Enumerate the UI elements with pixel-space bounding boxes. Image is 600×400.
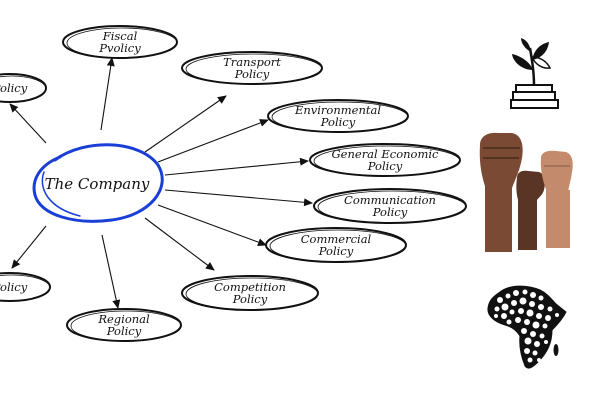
raised-fists-icon [479, 132, 573, 252]
arrow-competition [144, 217, 215, 271]
arrow-general-economic [164, 157, 309, 176]
policy-node-label: Policy [320, 115, 356, 129]
policy-node-outline-inner [0, 274, 51, 302]
policy-node-label: Policy [372, 205, 408, 219]
policy-node-label: Competition [214, 280, 286, 294]
arrow-left-top [9, 103, 47, 144]
africa-dot [521, 328, 527, 334]
africa-dot [530, 292, 536, 298]
arrow-regional [101, 234, 121, 309]
africa-dot [501, 303, 509, 311]
africa-dot [524, 319, 530, 325]
africa-dot [494, 314, 498, 318]
policy-node-label: Policy [0, 280, 28, 294]
nodes-layer: FiscalPvolicyTransportPolicyEnvironmenta… [0, 25, 467, 342]
policy-node-label: Fiscal [102, 29, 138, 43]
arrows-layer [9, 57, 313, 309]
africa-dot [524, 348, 530, 354]
policy-node-label: Policy [232, 292, 268, 306]
africa-dot [539, 333, 545, 339]
center-ring-accent [41, 171, 81, 217]
center-ring [32, 143, 164, 223]
africa-dot [544, 340, 548, 344]
africa-dot [506, 319, 512, 325]
africa-dot [515, 317, 521, 323]
arrow-transport [144, 95, 227, 153]
africa-map-icon [487, 285, 567, 369]
arrow-left-bottom [11, 225, 47, 269]
africa-dot [524, 337, 532, 345]
policy-node-left-top: Policy [0, 73, 47, 103]
policy-node-label: Policy [318, 244, 354, 258]
africa-dot [505, 293, 511, 299]
policy-node-label: Regional [97, 312, 150, 326]
center-node: The Company [32, 143, 164, 223]
arrow-fiscal [100, 57, 115, 131]
africa-dot [555, 313, 559, 317]
policy-node-label: Policy [106, 324, 142, 338]
africa-dot [522, 289, 528, 295]
policy-node-outline-inner [269, 229, 407, 263]
policy-node-label: Commercial [301, 232, 372, 246]
africa-dot [513, 290, 519, 296]
policy-node-label: Pvolicy [98, 41, 141, 55]
africa-dot [519, 297, 527, 305]
policy-node-label: Communication [344, 193, 436, 207]
policy-node-outline-inner [317, 190, 467, 224]
policy-node-label: Policy [367, 159, 403, 173]
africa-dot [497, 297, 503, 303]
center-label: The Company [45, 175, 150, 193]
africa-dot [532, 350, 538, 356]
plant-on-books-icon [510, 38, 559, 109]
africa-dot [526, 309, 534, 317]
africa-dot [534, 341, 540, 347]
africa-dot [494, 306, 500, 312]
africa-dot [542, 323, 548, 329]
africa-dot [501, 313, 507, 319]
arrow-commercial [157, 204, 267, 246]
policy-node-outline-inner [66, 27, 178, 59]
policy-node-label: Policy [0, 81, 28, 95]
policy-node-outline-inner [185, 277, 319, 311]
policy-node-outline-inner [185, 53, 323, 85]
policy-node-outline-inner [313, 145, 461, 177]
africa-dot [518, 308, 524, 314]
africa-dot [532, 321, 540, 329]
arrow-environmental [157, 119, 269, 163]
africa-dot [537, 358, 541, 362]
policy-node-label: Policy [234, 67, 270, 81]
arrow-communication [164, 189, 313, 207]
africa-dot [511, 300, 517, 306]
africa-dot [538, 295, 544, 301]
policy-node-outline-inner [70, 310, 182, 342]
africa-dot [527, 357, 533, 363]
policy-node-label: General Economic [331, 147, 439, 161]
policy-node-outline-inner [271, 101, 409, 133]
policy-node-label: Transport [223, 55, 281, 69]
africa-dot [538, 304, 544, 310]
policy-node-left-bottom: Policy [0, 272, 51, 302]
policy-node-label: Environmental [294, 103, 381, 117]
africa-dot [545, 315, 551, 321]
africa-dot [529, 301, 535, 307]
africa-dot [530, 331, 536, 337]
policy-node-outline-inner [0, 75, 47, 103]
africa-dot [509, 309, 515, 315]
africa-dot [547, 306, 553, 312]
africa-dot [536, 313, 542, 319]
